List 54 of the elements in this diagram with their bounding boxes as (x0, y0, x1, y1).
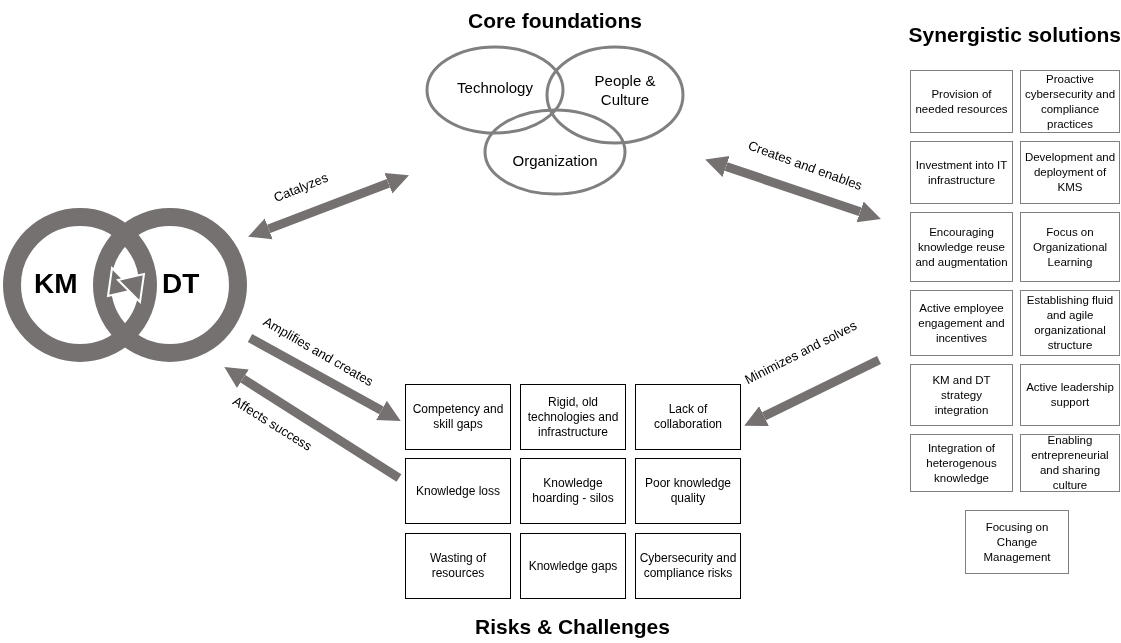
loop-label: DT (162, 270, 200, 298)
solution-box (1020, 141, 1120, 204)
box-label: Knowledge hoarding - silos (531, 476, 615, 506)
box-label: Establishing fluid and agile organizational structure (1025, 293, 1115, 353)
thick-arrow (224, 367, 402, 482)
solution-box (910, 212, 1013, 282)
box-label: Development and deployment of KMS (1023, 150, 1117, 195)
box-label: Focus on Organizational Learning (1031, 224, 1109, 270)
solution-box (910, 434, 1013, 492)
box-label: Active leadership support (1025, 380, 1115, 410)
box-label: Competency and skill gaps (411, 402, 505, 432)
section-heading: Core foundations (467, 8, 643, 34)
box-label: Proactive cybersecurity and compliance practices (1023, 71, 1117, 132)
risk-box (635, 533, 741, 599)
thick-arrow (248, 172, 409, 240)
risk-box (405, 458, 511, 524)
thick-arrow (705, 156, 881, 223)
thick-arrow (744, 356, 881, 427)
section-heading: Synergistic solutions (908, 22, 1121, 48)
solution-box (1020, 434, 1120, 492)
risk-box (405, 533, 511, 599)
solution-box (965, 510, 1069, 574)
solution-box (910, 364, 1013, 426)
loop-label: KM (34, 270, 78, 298)
box-label: Rigid, old technologies and infrastructure (526, 394, 620, 440)
box-label: Lack of collaboration (652, 402, 723, 432)
box-label: Encouraging knowledge reuse and augmentation (914, 224, 1009, 270)
box-label: Active employee engagement and incentives (917, 300, 1006, 346)
solution-box (910, 141, 1013, 204)
solution-box (910, 290, 1013, 356)
solution-box (910, 70, 1013, 133)
solution-box (1020, 212, 1120, 282)
risk-box (520, 384, 626, 450)
box-label: KM and DT strategy integration (931, 372, 992, 418)
box-label: Knowledge gaps (528, 558, 618, 574)
box-label: Investment into IT infrastructure (914, 157, 1009, 188)
box-label: Wasting of resources (428, 551, 488, 581)
box-label: Integration of heterogenous knowledge (925, 440, 998, 486)
circle-label: Organization (512, 151, 598, 171)
circle-label: People & Culture (593, 72, 657, 110)
solution-box (1020, 364, 1120, 426)
risk-box (635, 384, 741, 450)
box-label: Provision of needed resources (914, 86, 1009, 117)
risk-box (405, 384, 511, 450)
box-label: Focusing on Change Management (982, 519, 1052, 565)
box-label: Cybersecurity and compliance risks (638, 551, 738, 581)
box-label: Enabling entrepreneurial and sharing culture (1030, 433, 1110, 493)
risk-box (635, 458, 741, 524)
section-heading: Risks & Challenges (474, 613, 671, 640)
risk-box (520, 533, 626, 599)
circle-label: Technology (457, 78, 533, 98)
box-label: Knowledge loss (415, 483, 501, 499)
risk-box (520, 458, 626, 524)
box-label: Poor knowledge quality (643, 476, 733, 506)
